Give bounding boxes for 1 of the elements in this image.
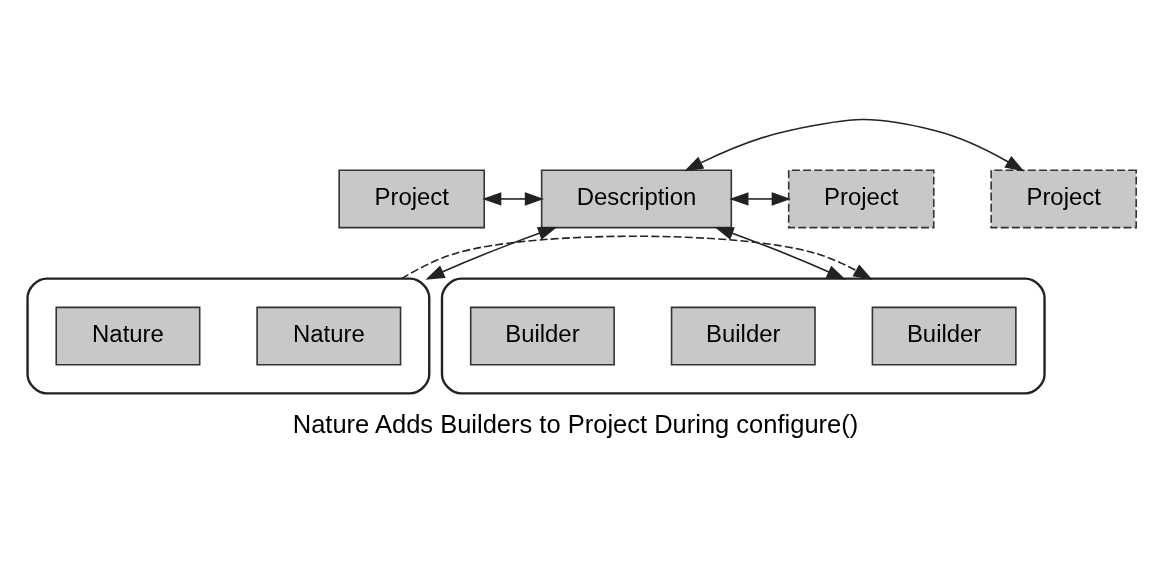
caption: Nature Adds Builders to Project During configure() (292, 409, 859, 438)
